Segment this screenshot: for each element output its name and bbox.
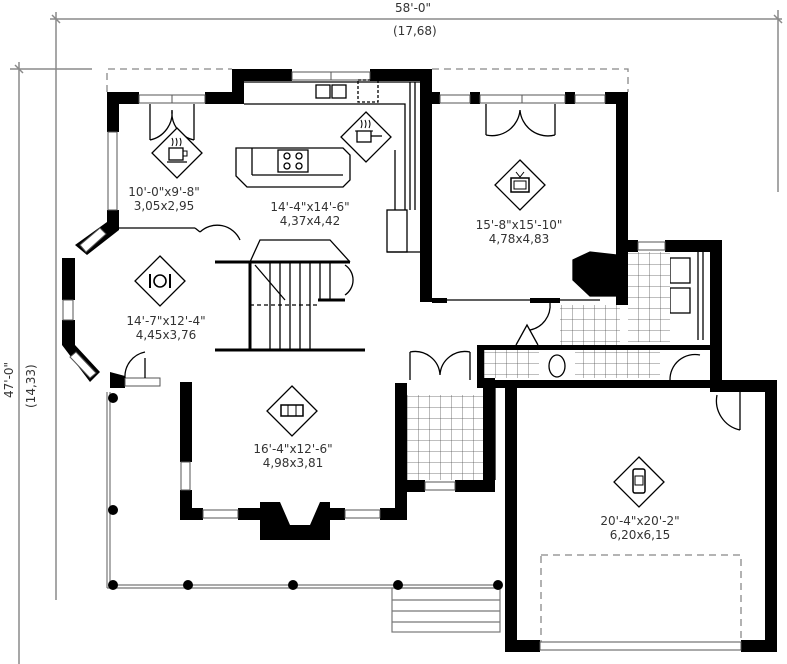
room-label-kitchen: 14'-4"x14'-6" 4,37x4,42: [270, 200, 349, 228]
interior-lines: [119, 79, 741, 480]
room-icon-family-room: [494, 159, 546, 211]
tile-floors: [407, 252, 670, 480]
room-icon-dining-room: [134, 255, 186, 307]
room-label-dinette: 10'-0"x9'-8" 3,05x2,95: [128, 185, 200, 213]
overall-width-imperial: 58'-0": [395, 1, 432, 15]
room-dimensions-imperial: 15'-8"x15'-10": [475, 218, 563, 232]
porch: [106, 392, 501, 633]
room-dimensions-metric: 3,05x2,95: [133, 199, 195, 213]
dimension-lines: [10, 10, 783, 664]
room-label-family-room: 15'-8"x15'-10" 4,78x4,83: [476, 218, 563, 246]
exterior-walls: [62, 69, 777, 652]
room-label-living-room: 16'-4"x12'-6" 4,98x3,81: [253, 442, 332, 470]
room-label-garage: 20'-4"x20'-2" 6,20x6,15: [600, 514, 679, 542]
overall-depth-metric: (14,33): [24, 364, 38, 408]
room-icon-kitchen: [340, 111, 392, 163]
overall-width-metric: (17,68): [393, 24, 437, 38]
room-dimensions-imperial: 20'-4"x20'-2": [600, 514, 680, 528]
room-dimensions-metric: 4,98x3,81: [262, 456, 324, 470]
room-dimensions-metric: 4,37x4,42: [279, 214, 341, 228]
room-dimensions-metric: 4,78x4,83: [488, 232, 550, 246]
room-icon-garage: [613, 456, 665, 508]
room-dimensions-imperial: 16'-4"x12'-6": [253, 442, 333, 456]
room-dimensions-imperial: 10'-0"x9'-8": [128, 185, 200, 199]
room-dimensions-imperial: 14'-7"x12'-4": [126, 314, 206, 328]
room-label-dining-room: 14'-7"x12'-4" 4,45x3,76: [126, 314, 205, 342]
windows: [62, 71, 742, 651]
room-dimensions-metric: 4,45x3,76: [135, 328, 197, 342]
porch-columns: [108, 393, 503, 590]
roof-overhang-dashed: [106, 68, 742, 648]
room-dimensions-imperial: 14'-4"x14'-6": [270, 200, 350, 214]
overall-depth-imperial: 47'-0": [2, 361, 16, 398]
room-icon-living-room: [266, 385, 318, 437]
room-icon-dinette: [151, 127, 203, 179]
room-dimensions-metric: 6,20x6,15: [609, 528, 671, 542]
